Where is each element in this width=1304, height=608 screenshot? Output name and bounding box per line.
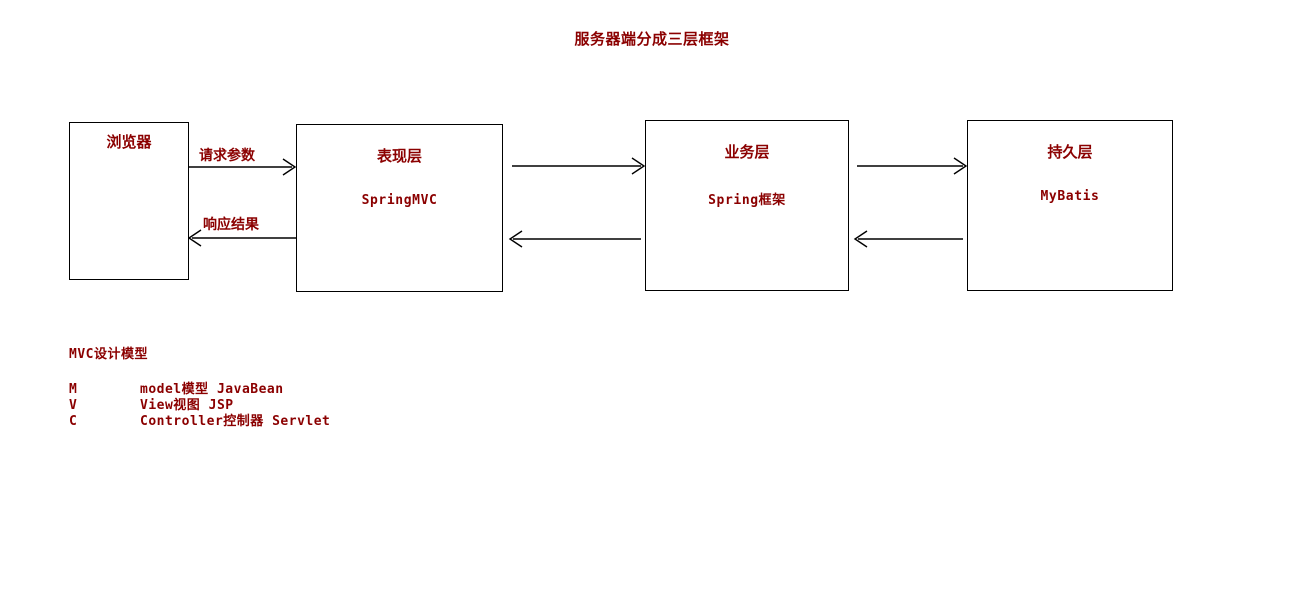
node-persistence-layer-title: 持久层 [1047,143,1093,161]
mvc-row-desc: model模型 JavaBean [140,382,284,397]
mvc-row-key: V [69,398,78,413]
mvc-legend-heading: MVC设计模型 [69,347,148,362]
mvc-legend: MVC设计模型 M model模型 JavaBean V View视图 JSP … [69,343,330,430]
node-business-layer-title: 业务层 [724,143,770,161]
arrow-presentation-to-business [512,157,646,175]
node-business-layer[interactable]: 业务层 Spring框架 [645,120,849,291]
arrow-persistence-to-business [853,230,963,248]
mvc-row-key: M [69,382,78,397]
node-browser[interactable]: 浏览器 [69,122,189,280]
node-persistence-layer-tech: MyBatis [1040,189,1100,204]
edge-label-request-params: 请求参数 [199,148,255,164]
mvc-legend-row: M model模型 JavaBean [69,382,330,398]
node-browser-title: 浏览器 [106,133,152,151]
node-presentation-layer[interactable]: 表现层 SpringMVC [296,124,503,292]
mvc-legend-row: V View视图 JSP [69,398,330,414]
node-presentation-layer-title: 表现层 [376,147,422,165]
mvc-row-desc: Controller控制器 Servlet [140,414,331,429]
edge-label-response-result: 响应结果 [203,217,259,233]
node-business-layer-tech: Spring框架 [708,193,786,208]
mvc-row-key: C [69,414,78,429]
arrow-business-to-persistence [857,157,968,175]
node-presentation-layer-tech: SpringMVC [361,193,438,208]
mvc-legend-row: C Controller控制器 Servlet [69,414,330,430]
mvc-row-desc: View视图 JSP [140,398,234,413]
arrow-business-to-presentation [508,230,641,248]
node-persistence-layer[interactable]: 持久层 MyBatis [967,120,1173,291]
page-title: 服务器端分成三层框架 [574,30,730,48]
